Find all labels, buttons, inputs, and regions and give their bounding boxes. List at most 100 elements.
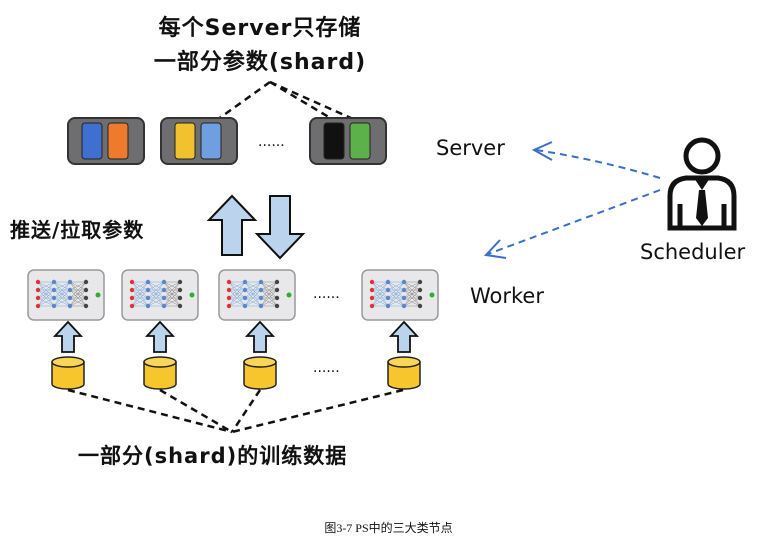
network-neuron [129,303,135,309]
network-neuron [51,303,57,309]
network-neuron [417,303,423,309]
parameter-shard [81,122,103,160]
network-neuron [369,279,375,285]
worker-row [27,269,439,321]
parameter-shard [349,122,371,160]
network-neuron [35,279,41,285]
network-neuron [258,295,264,301]
network-neuron [242,287,248,293]
network-neuron [51,279,57,285]
network-neuron [401,295,407,301]
network-neuron [385,303,391,309]
worker-node [27,269,105,321]
feed-arrow [388,320,420,353]
network-neuron [83,303,89,309]
network-neuron [417,295,423,301]
network-neuron [67,287,73,293]
data-shard-group [387,320,421,390]
network-neuron [226,279,232,285]
network-neuron [51,287,57,293]
network-neuron [401,287,407,293]
network-neuron [385,287,391,293]
server-row [67,117,387,165]
network-neuron [145,295,151,301]
server-ellipsis: ...... [258,134,285,150]
data-row [51,320,421,390]
network-neuron [369,303,375,309]
data-shard-group [51,320,85,390]
network-neuron [417,279,423,285]
server-node [67,117,145,165]
database-icon [143,356,177,390]
network-neuron [242,295,248,301]
network-neuron [226,303,232,309]
scheduler-icon [667,137,737,231]
database-icon [243,356,277,390]
database-icon [387,356,421,390]
server-title-line-2: 一部分参数(shard) [153,50,367,75]
network-neuron [83,279,89,285]
network-neuron [274,303,280,309]
network-neuron [35,303,41,309]
data-to-label-lines [67,388,404,434]
data-shard-label: 一部分(shard)的训练数据 [78,444,348,468]
parameter-shard [107,122,129,160]
feed-arrow [144,320,176,353]
scheduler-role-label: Scheduler [640,240,746,264]
network-neuron [177,303,183,309]
server-node [160,117,238,165]
network-neuron [161,279,167,285]
network-neuron [258,279,264,285]
network-neuron [417,287,423,293]
feed-arrow [52,320,84,353]
push-arrow [206,194,258,256]
network-neuron [226,287,232,293]
network-neuron [35,287,41,293]
network-neuron [83,295,89,301]
network-neuron [67,303,73,309]
network-neuron [258,303,264,309]
network-neuron [385,279,391,285]
parameter-shard [200,122,222,160]
network-neuron [51,295,57,301]
network-neuron [145,287,151,293]
worker-role-label: Worker [470,284,544,308]
network-neuron [274,287,280,293]
push-pull-label: 推送/拉取参数 [10,218,145,242]
network-neuron [161,287,167,293]
title-to-servers-lines [213,80,361,124]
database-icon [51,356,85,390]
worker-node [361,269,439,321]
network-neuron [129,287,135,293]
parameter-shard [174,122,196,160]
network-neuron [242,279,248,285]
network-neuron [129,295,135,301]
network-neuron [242,303,248,309]
network-neuron [274,279,280,285]
network-neuron [369,295,375,301]
data-shard-group [243,320,277,390]
network-neuron [177,295,183,301]
network-neuron [35,295,41,301]
network-neuron [401,303,407,309]
network-neuron [145,279,151,285]
network-neuron [145,303,151,309]
data-shard-group [143,320,177,390]
network-neuron [401,279,407,285]
network-neuron [177,287,183,293]
network-neuron [129,279,135,285]
feed-arrow [244,320,276,353]
worker-node [218,269,296,321]
network-neuron [385,295,391,301]
network-neuron [161,295,167,301]
network-neuron [258,287,264,293]
scheduler-to-server-arrow [531,141,661,179]
network-neuron [67,279,73,285]
network-neuron [177,279,183,285]
worker-ellipsis: ...... [313,286,340,302]
data-ellipsis: ...... [313,360,340,376]
network-neuron [161,303,167,309]
network-neuron [67,295,73,301]
server-role-label: Server [436,136,505,160]
